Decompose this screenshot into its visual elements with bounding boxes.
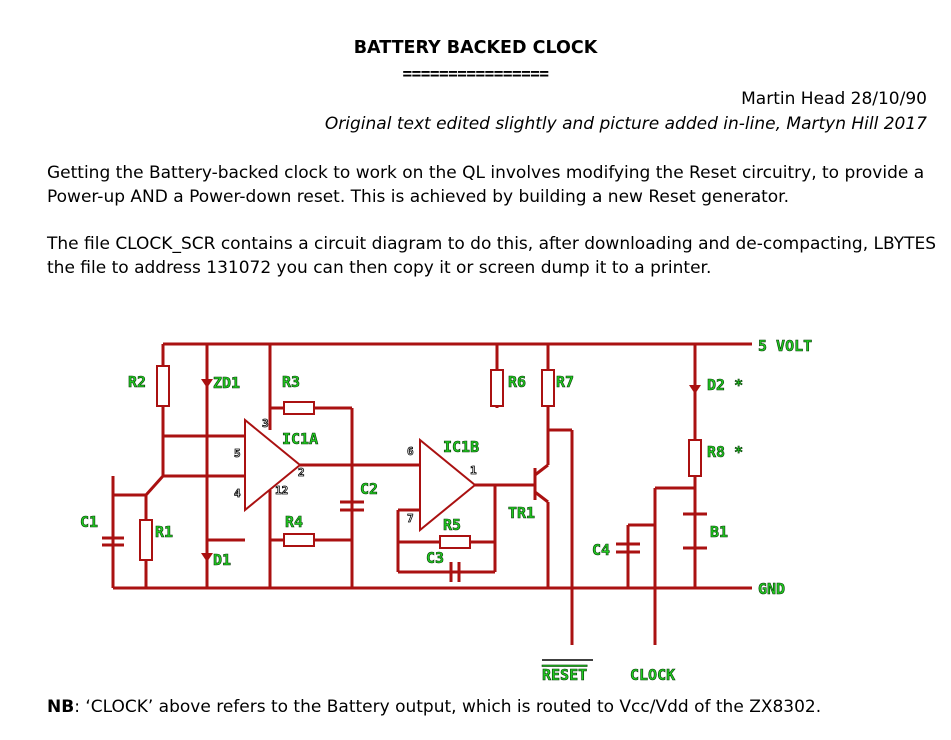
label-5-volt: 5 VOLT	[758, 337, 812, 355]
pin-3: 3	[262, 417, 269, 430]
label-b1: B1	[710, 523, 728, 541]
resistor-r8	[688, 439, 702, 477]
pin-1: 1	[470, 464, 477, 477]
label-d1: D1	[213, 551, 231, 569]
pin-2: 2	[298, 466, 305, 479]
label-zd1: ZD1	[213, 374, 240, 392]
resistor-r2	[156, 365, 170, 407]
document-title: BATTERY BACKED CLOCK	[353, 38, 598, 58]
opamp-ic1a	[244, 417, 302, 513]
label-ic1a: IC1A	[282, 430, 318, 448]
label-gnd: GND	[758, 580, 785, 598]
label-reset: RESET	[542, 666, 587, 684]
author-date: Martin Head 28/10/90	[741, 89, 927, 109]
resistor-r1	[139, 519, 153, 561]
zener-zd1	[201, 379, 213, 388]
label-c4: C4	[592, 541, 610, 559]
pin-5: 5	[234, 447, 241, 460]
pin-4: 4	[234, 487, 241, 500]
opamp-ic1b	[419, 437, 477, 533]
label-tr1: TR1	[508, 504, 535, 522]
label-c3: C3	[426, 549, 444, 567]
instructions-paragraph: The file CLOCK_SCR contains a circuit di…	[47, 234, 937, 278]
pin-7: 7	[407, 512, 414, 525]
intro-paragraph: Getting the Battery-backed clock to work…	[47, 163, 925, 207]
resistor-r6	[490, 369, 504, 407]
label-r3: R3	[282, 373, 300, 391]
footnote-label: NB	[47, 697, 75, 717]
resistor-r3	[283, 401, 315, 415]
pin-12: 12	[275, 484, 288, 497]
label-r6: R6	[508, 373, 526, 391]
diode-d2	[689, 385, 701, 394]
label-d2: D2 *	[707, 376, 743, 394]
resistor-r4	[283, 533, 315, 547]
label-r4: R4	[285, 513, 303, 531]
edit-note: Original text edited slightly and pictur…	[324, 114, 927, 134]
label-r8: R8 *	[707, 443, 743, 461]
resistor-r5	[439, 535, 471, 549]
label-ic1b: IC1B	[443, 438, 479, 456]
footnote: NB: ‘CLOCK’ above refers to the Battery …	[47, 697, 821, 717]
label-r1: R1	[155, 523, 173, 541]
label-clock: CLOCK	[630, 666, 675, 684]
label-r5: R5	[443, 516, 461, 534]
pin-6: 6	[407, 445, 414, 458]
label-c1: C1	[80, 513, 98, 531]
label-r2: R2	[128, 373, 146, 391]
label-c2: C2	[360, 480, 378, 498]
footnote-text: : ‘CLOCK’ above refers to the Battery ou…	[74, 697, 822, 717]
diode-d1	[201, 553, 213, 562]
label-r7: R7	[556, 373, 574, 391]
resistor-r7	[541, 369, 555, 407]
title-underline: ================	[402, 64, 549, 83]
